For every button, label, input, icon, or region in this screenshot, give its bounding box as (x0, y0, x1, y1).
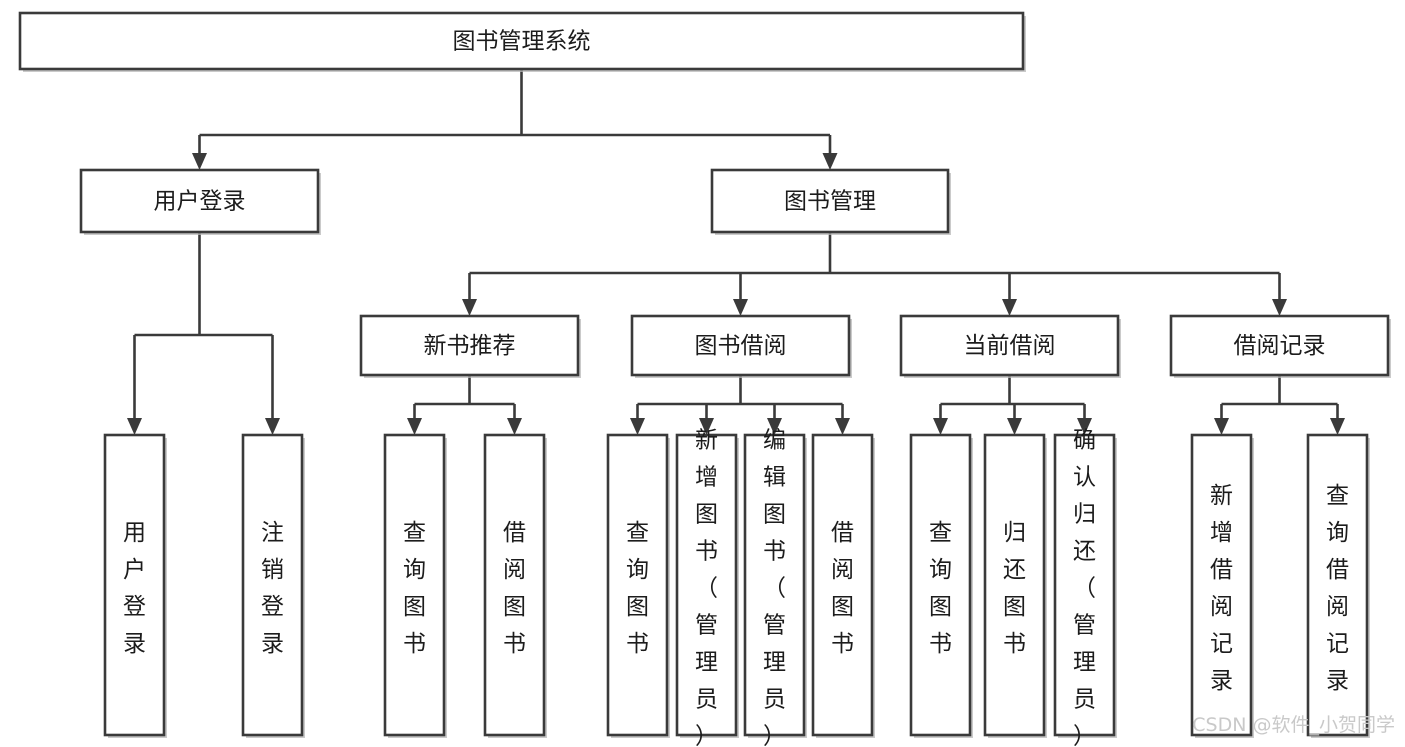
connector-layer (127, 69, 1345, 435)
conn-borrowrecord-to-leaves (1214, 375, 1345, 435)
node-leaf-user-logout[interactable]: 注销登录 (241, 433, 305, 738)
node-box (79, 168, 320, 234)
node-label: 查询图书 (929, 520, 952, 657)
node-label: 查询图书 (403, 520, 426, 657)
node-box (18, 11, 1025, 71)
conn-bookborrow-to-leaves (630, 375, 850, 435)
node-label: 新书推荐 (424, 333, 516, 359)
conn-root-to-level2 (192, 69, 838, 170)
node-box (743, 433, 806, 737)
node-leaf-borrow-book-2[interactable]: 借阅图书 (811, 433, 875, 738)
conn-bookmgmt-to-level3 (462, 232, 1287, 316)
node-box (899, 314, 1120, 377)
node-label: 借阅图书 (503, 520, 526, 657)
node-book-borrow[interactable]: 图书借阅 (630, 314, 852, 378)
node-label: 图书借阅 (695, 333, 787, 359)
node-label: 用户登录 (123, 520, 146, 657)
node-leaf-user-login[interactable]: 用户登录 (103, 433, 167, 738)
node-box (606, 433, 669, 737)
node-leaf-borrow-book-1[interactable]: 借阅图书 (483, 433, 547, 738)
node-layer: 图书管理系统用户登录图书管理新书推荐图书借阅当前借阅借阅记录用户登录注销登录查询… (18, 11, 1391, 747)
node-book-management[interactable]: 图书管理 (710, 168, 951, 235)
conn-newbook-to-leaves (407, 375, 522, 435)
node-box (1306, 433, 1369, 737)
node-label: 当前借阅 (964, 333, 1056, 359)
node-label: 新增借阅记录 (1210, 483, 1233, 694)
csdn-watermark: CSDN @软件_小贺同学 (1192, 714, 1395, 736)
node-leaf-return-book[interactable]: 归还图书 (983, 433, 1047, 738)
node-label: 查询图书 (626, 520, 649, 657)
node-box (710, 168, 950, 234)
node-label: 编辑图书（管理员） (763, 427, 786, 747)
node-box (1053, 433, 1116, 737)
node-box (909, 433, 972, 737)
node-label: 用户登录 (154, 189, 246, 215)
node-label: 借阅记录 (1234, 333, 1326, 359)
node-box (630, 314, 851, 377)
node-box (811, 433, 874, 737)
node-box (675, 433, 738, 737)
node-box (383, 433, 446, 737)
node-box (1169, 314, 1390, 377)
node-box (241, 433, 304, 737)
node-label: 注销登录 (261, 520, 284, 657)
conn-userlogin-to-leaves (127, 232, 280, 435)
conn-currentborrow-to-leaves (933, 375, 1092, 435)
node-leaf-query-book-3[interactable]: 查询图书 (909, 433, 973, 738)
node-leaf-edit-book[interactable]: 编辑图书（管理员） (743, 427, 807, 747)
node-leaf-query-book-2[interactable]: 查询图书 (606, 433, 670, 738)
node-leaf-query-borrow-rec[interactable]: 查询借阅记录 (1306, 433, 1370, 738)
node-label: 图书管理 (784, 189, 876, 215)
node-label: 确认归还（管理员） (1073, 427, 1096, 747)
node-box (103, 433, 166, 737)
node-box (1190, 433, 1253, 737)
node-leaf-add-book[interactable]: 新增图书（管理员） (675, 427, 739, 747)
node-box (983, 433, 1046, 737)
node-label: 借阅图书 (831, 520, 854, 657)
node-leaf-confirm-return[interactable]: 确认归还（管理员） (1053, 427, 1117, 747)
node-box (359, 314, 580, 377)
node-root[interactable]: 图书管理系统 (18, 11, 1026, 72)
node-current-borrow[interactable]: 当前借阅 (899, 314, 1121, 378)
node-new-book-recommend[interactable]: 新书推荐 (359, 314, 581, 378)
node-user-login[interactable]: 用户登录 (79, 168, 321, 235)
node-borrow-record[interactable]: 借阅记录 (1169, 314, 1391, 378)
node-label: 图书管理系统 (453, 29, 591, 55)
node-label: 归还图书 (1003, 520, 1026, 657)
node-leaf-query-book-1[interactable]: 查询图书 (383, 433, 447, 738)
node-leaf-add-borrow-rec[interactable]: 新增借阅记录 (1190, 433, 1254, 738)
node-label: 查询借阅记录 (1326, 483, 1349, 694)
node-box (483, 433, 546, 737)
node-label: 新增图书（管理员） (695, 427, 718, 747)
